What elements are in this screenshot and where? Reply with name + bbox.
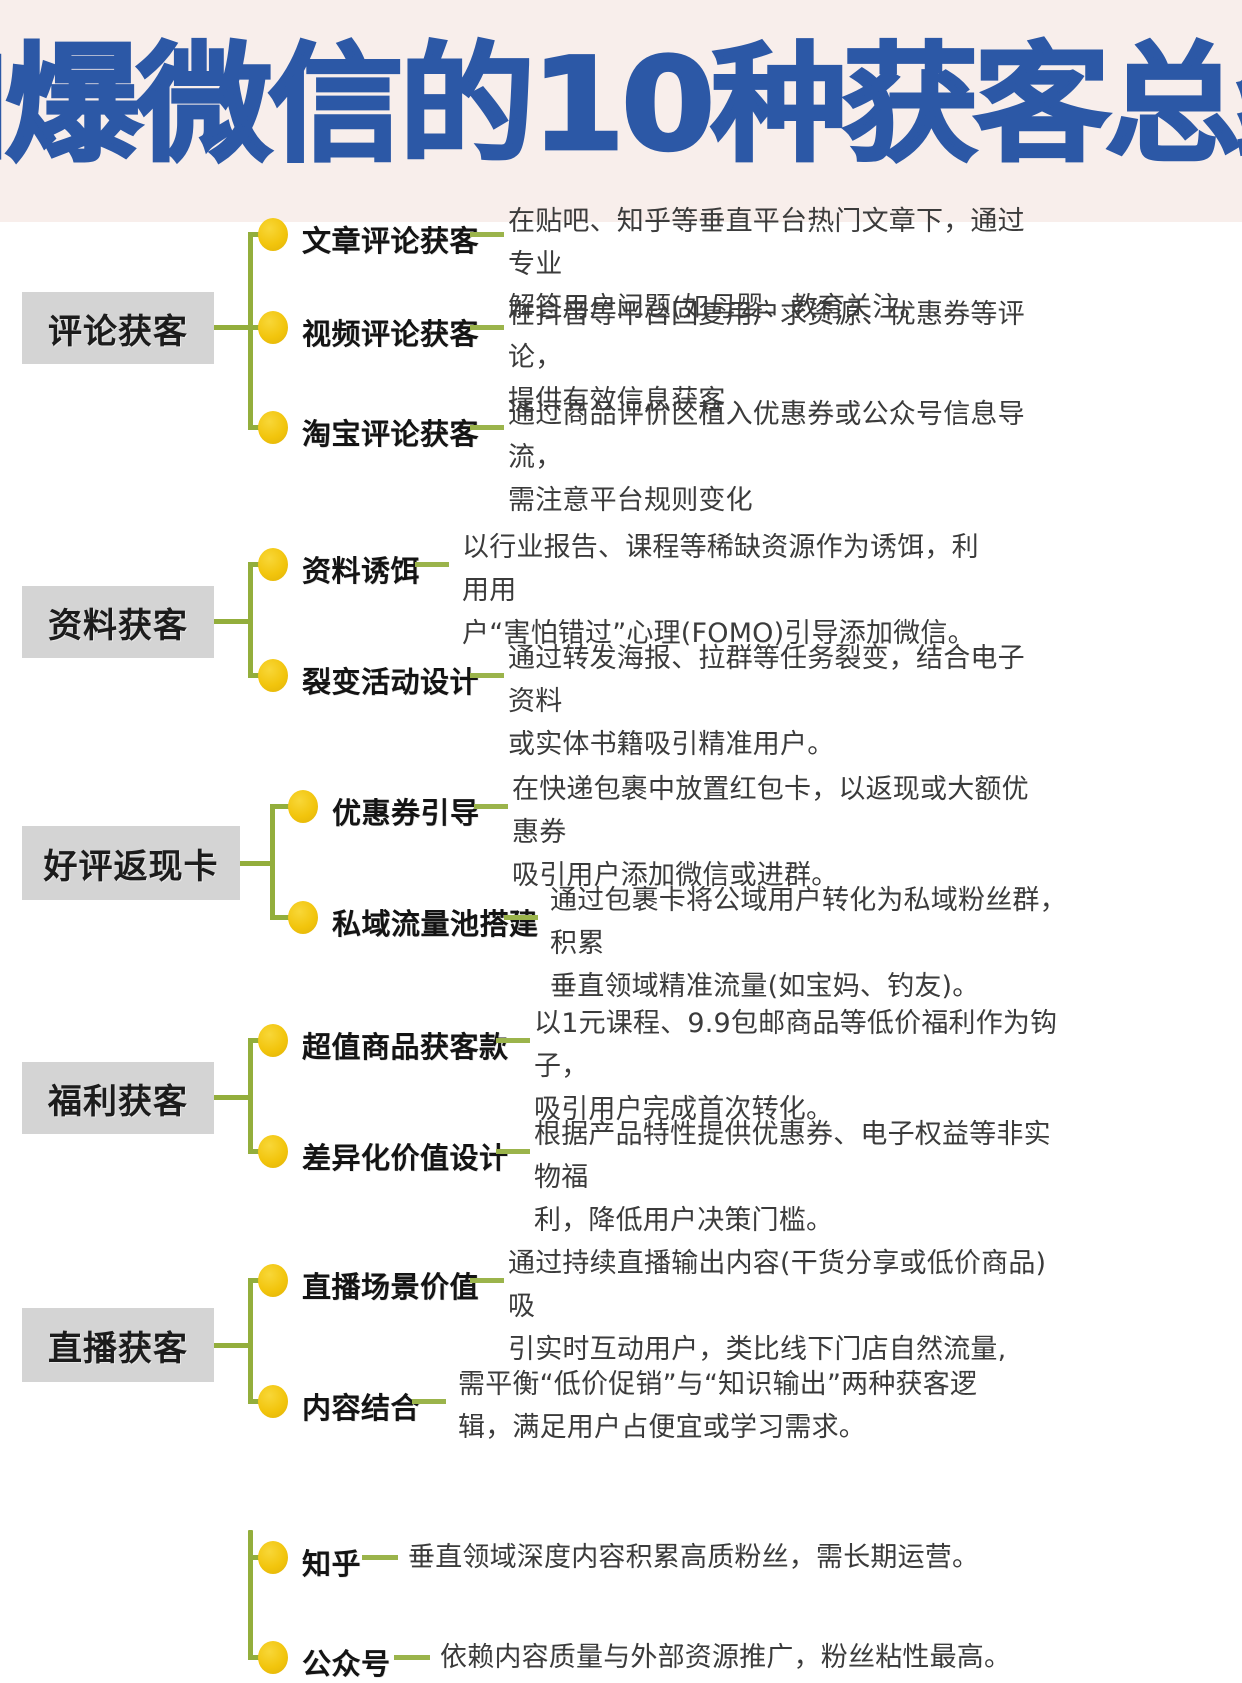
category-box[interactable]: 资料获客 [22, 586, 214, 658]
label-dash [470, 325, 504, 330]
label-dash [415, 562, 449, 567]
node-label[interactable]: 裂变活动设计 [302, 665, 480, 699]
node-label[interactable]: 优惠券引导 [332, 796, 480, 830]
connector-spine [248, 1530, 253, 1660]
label-dash [412, 1399, 446, 1404]
node-description: 通过商品评价区植入优惠券或公众号信息导流， 需注意平台规则变化 [508, 399, 1025, 516]
connector-tick [270, 915, 298, 920]
node-description: 在贴吧、知乎等垂直平台热门文章下，通过专业 解答用户问题(如母婴、教育关注。 [508, 206, 1025, 323]
label-dash [470, 673, 504, 678]
node-label[interactable]: 知乎 [302, 1547, 362, 1581]
connector-stub [214, 619, 250, 624]
node-label[interactable]: 超值商品获客款 [302, 1030, 509, 1064]
connector-tick [270, 804, 298, 809]
node-description: 以1元课程、9.9包邮商品等低价福利作为钩子， 吸引用户完成首次转化。 [534, 1008, 1058, 1125]
node-description: 依赖内容质量与外部资源推广，粉丝粘性最高。 [440, 1642, 1012, 1673]
node-label[interactable]: 视频评论获客 [302, 317, 480, 351]
label-dash [470, 1278, 504, 1283]
category-box[interactable]: 直播获客 [22, 1308, 214, 1382]
connector-stub [240, 861, 272, 866]
node-label[interactable]: 文章评论获客 [302, 224, 480, 258]
connector-spine [248, 234, 253, 430]
connector-spine [248, 1280, 253, 1404]
node-description: 在快递包裹中放置红包卡，以返现或大额优惠券 吸引用户添加微信或进群。 [512, 774, 1029, 891]
node-bullet [258, 1024, 288, 1057]
node-bullet [258, 548, 288, 581]
label-dash [362, 1555, 398, 1560]
node-description: 在抖音等平台回复用户求资源、优惠券等评论， 提供有效信息获客 [508, 299, 1025, 416]
connector-stub [214, 1343, 250, 1348]
category-box[interactable]: 好评返现卡 [22, 826, 240, 900]
node-label[interactable]: 私域流量池搭建 [332, 907, 539, 941]
mindmap-canvas: 评论获客 文章评论获客 在贴吧、知乎等垂直平台热门文章下，通过专业 解答用户问题… [0, 206, 1242, 1681]
connector-spine [270, 806, 275, 920]
node-bullet [258, 1135, 288, 1168]
node-description: 垂直领域深度内容积累高质粉丝，需长期运营。 [408, 1542, 980, 1573]
node-bullet [288, 901, 318, 934]
page-title: 加爆微信的10种获客总结 [0, 30, 1242, 180]
node-bullet [258, 411, 288, 444]
node-description: 需平衡“低价促销”与“知识输出”两种获客逻 辑，满足用户占便宜或学习需求。 [458, 1369, 978, 1443]
node-bullet [258, 1385, 288, 1418]
category-box[interactable]: 评论获客 [22, 292, 214, 364]
mindmap-group: 评论获客 文章评论获客 在贴吧、知乎等垂直平台热门文章下，通过专业 解答用户问题… [0, 206, 1242, 516]
node-label[interactable]: 资料诱饵 [302, 554, 421, 588]
node-bullet [288, 790, 318, 823]
node-label[interactable]: 直播场景价值 [302, 1270, 480, 1304]
node-bullet [258, 218, 288, 251]
label-dash [496, 1038, 530, 1043]
category-box[interactable]: 福利获客 [22, 1062, 214, 1134]
node-bullet [258, 1264, 288, 1297]
connector-spine [248, 564, 253, 678]
node-label[interactable]: 公众号 [302, 1647, 391, 1681]
connector-stub [214, 1095, 250, 1100]
node-description: 通过包裹卡将公域用户转化为私域粉丝群，积累 垂直领域精准流量(如宝妈、钓友)。 [550, 885, 1067, 1002]
node-bullet [258, 1641, 288, 1674]
label-dash [474, 804, 508, 809]
connector-spine [248, 1040, 253, 1154]
mindmap-group: 知乎 垂直领域深度内容积累高质粉丝，需长期运营。 公众号 依赖内容质量与外部资源… [0, 1522, 1242, 1681]
node-label[interactable]: 内容结合 [302, 1391, 421, 1425]
node-label[interactable]: 差异化价值设计 [302, 1141, 509, 1175]
connector-stub [214, 325, 250, 330]
node-bullet [258, 659, 288, 692]
mindmap-group: 资料获客 资料诱饵 以行业报告、课程等稀缺资源作为诱饵，利用用 户“害怕错过”心… [0, 522, 1242, 760]
label-dash [496, 1149, 530, 1154]
node-label[interactable]: 淘宝评论获客 [302, 417, 480, 451]
node-description: 根据产品特性提供优惠券、电子权益等非实物福 利，降低用户决策门槛。 [534, 1119, 1051, 1236]
node-bullet [258, 311, 288, 344]
node-bullet [258, 1541, 288, 1574]
mindmap-group: 福利获客 超值商品获客款 以1元课程、9.9包邮商品等低价福利作为钩子， 吸引用… [0, 1000, 1242, 1236]
label-dash [470, 425, 504, 430]
mindmap-group: 直播获客 直播场景价值 通过持续直播输出内容(干货分享或低价商品)吸 引实时互动… [0, 1242, 1242, 1452]
mindmap-group: 好评返现卡 优惠券引导 在快递包裹中放置红包卡，以返现或大额优惠券 吸引用户添加… [0, 762, 1242, 1002]
node-description: 通过持续直播输出内容(干货分享或低价商品)吸 引实时互动用户，类比线下门店自然流… [508, 1248, 1047, 1365]
title-banner: 加爆微信的10种获客总结 [0, 0, 1242, 222]
label-dash [504, 915, 538, 920]
node-description: 通过转发海报、拉群等任务裂变，结合电子资料 或实体书籍吸引精准用户。 [508, 643, 1025, 760]
node-description: 以行业报告、课程等稀缺资源作为诱饵，利用用 户“害怕错过”心理(FOMO)引导添… [462, 532, 979, 649]
label-dash [470, 232, 504, 237]
